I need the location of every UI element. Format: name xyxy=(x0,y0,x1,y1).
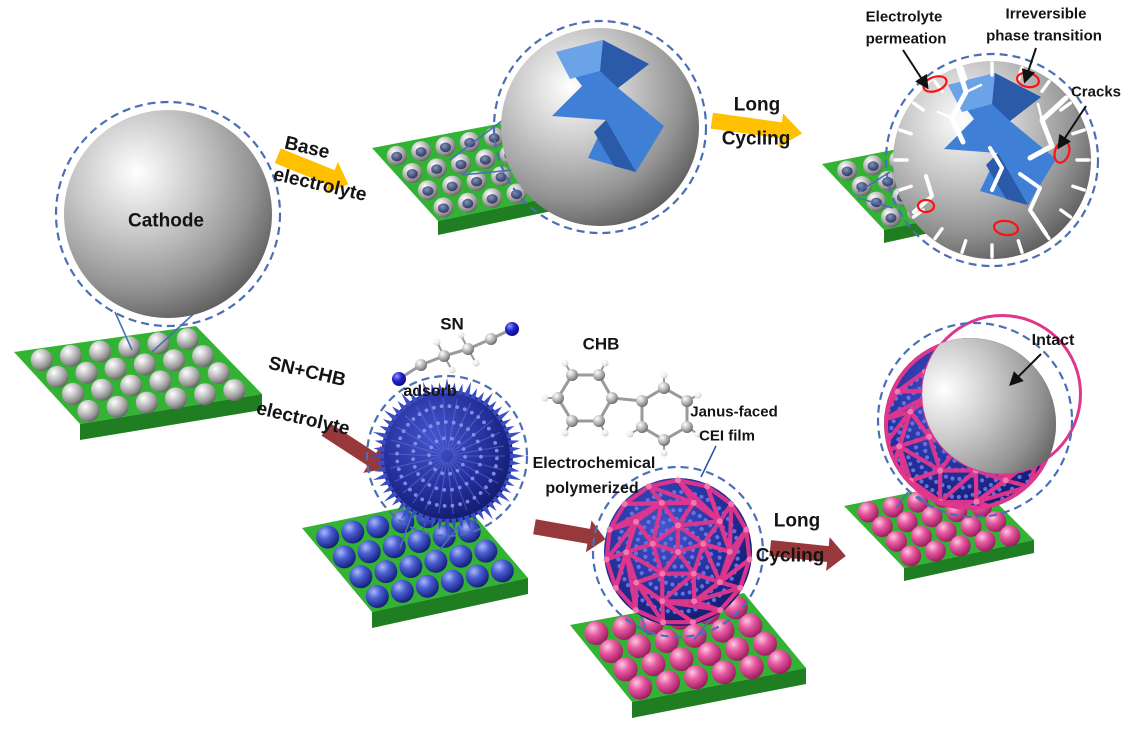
cei-coated-zoom xyxy=(591,465,765,639)
n-atom xyxy=(392,372,406,386)
phase-transition-label-1: Irreversible xyxy=(1005,5,1087,23)
gray-sphere-array xyxy=(30,328,246,422)
permeation-label-2: permeation xyxy=(865,30,947,48)
h-atom xyxy=(448,366,456,374)
intact-arrow xyxy=(1009,353,1042,386)
cracks-arrow xyxy=(1057,105,1087,150)
phase-transition-markers xyxy=(916,71,1071,237)
platform-pristine-cathode xyxy=(14,326,262,440)
zoom-callout-lines-cathode xyxy=(114,307,201,353)
dashed-ring-degraded xyxy=(884,52,1100,268)
dashed-ring-soaked xyxy=(492,19,708,235)
h-atom xyxy=(433,338,441,346)
long-cycling-top-label-2: Cycling xyxy=(721,128,791,150)
c-atom xyxy=(415,359,427,371)
cathode-zoom-circle xyxy=(54,100,282,328)
dashed-ring-spiky xyxy=(365,374,529,538)
soaked-zoom-circle xyxy=(492,19,708,235)
long-cycling-top-label-1: Long xyxy=(733,94,781,116)
janus-label-2: CEI film xyxy=(699,427,755,445)
chb-c-atoms xyxy=(552,369,693,446)
crack-lines xyxy=(912,63,1069,236)
zoom-callout-lines-degraded xyxy=(857,171,894,209)
long-cycling-bottom-label-1: Long xyxy=(773,510,821,532)
electropolymerized-label-2: polymerized xyxy=(545,480,639,497)
cei-mesh-sphere xyxy=(603,477,753,626)
degradation-annotation-arrows xyxy=(902,47,1087,150)
phase-transition-label-2: phase transition xyxy=(986,27,1102,45)
cathode-label: Cathode xyxy=(128,210,204,232)
chb-molecule xyxy=(541,359,702,457)
sn-molecule xyxy=(392,322,519,386)
c-atom xyxy=(438,350,450,362)
cracks-label: Cracks xyxy=(1070,83,1122,101)
c-atom xyxy=(462,343,474,355)
h-atom xyxy=(472,359,480,367)
c-atom xyxy=(485,333,497,345)
janus-label-1: Janus-faced xyxy=(690,403,778,421)
sn-adsorbed-sphere xyxy=(369,378,525,534)
long-cycling-bottom-label-2: Cycling xyxy=(755,545,825,567)
dashed-ring-mesh xyxy=(591,465,765,639)
permeation-arrow xyxy=(902,49,929,90)
sn-molecule-label: SN xyxy=(440,314,464,334)
electropolymerized-label-1: Electrochemical xyxy=(532,455,656,472)
h-atom xyxy=(457,331,465,339)
phase-transition-arrow xyxy=(1021,47,1037,84)
cathode-sphere xyxy=(64,110,272,318)
intact-label: Intact xyxy=(1031,332,1075,349)
degraded-zoom-circle xyxy=(884,52,1100,268)
chb-molecule-label: CHB xyxy=(582,334,620,354)
intact-zoom-circle xyxy=(876,314,1082,519)
adsorb-label: adsorb xyxy=(403,383,457,400)
dashed-ring-cathode xyxy=(54,100,282,328)
platform-sn-adsorbed xyxy=(302,496,528,628)
dashed-ring-intact xyxy=(876,321,1074,519)
chb-h-atoms xyxy=(541,359,702,457)
janus-leader-line xyxy=(700,445,717,478)
sn-adsorbed-zoom xyxy=(365,374,529,538)
n-atom xyxy=(505,322,519,336)
polymerization-arrow xyxy=(531,510,609,556)
permeation-label-1: Electrolyte xyxy=(865,8,943,26)
